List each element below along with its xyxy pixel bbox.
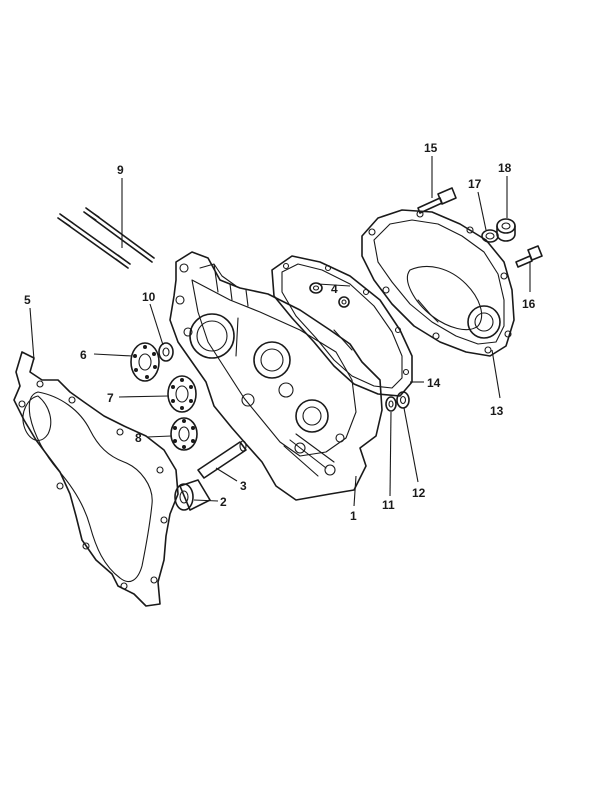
cover-13 xyxy=(361,209,515,357)
gasket-left xyxy=(13,351,179,607)
label-5: 5 xyxy=(24,293,31,307)
label-2: 2 xyxy=(220,495,227,509)
label-13: 13 xyxy=(490,404,504,418)
label-9: 9 xyxy=(117,163,124,177)
nuts-4 xyxy=(309,282,350,308)
oring-17 xyxy=(481,229,499,243)
label-18: 18 xyxy=(498,161,512,175)
bushing-2 xyxy=(174,479,211,511)
gasket-cover xyxy=(271,255,413,397)
bearing-8 xyxy=(170,417,198,451)
label-10: 10 xyxy=(142,290,156,304)
screw-15 xyxy=(417,187,457,214)
label-17: 17 xyxy=(468,177,482,191)
label-4: 4 xyxy=(331,282,338,296)
studs xyxy=(57,207,155,269)
label-15: 15 xyxy=(424,141,438,155)
crankcase xyxy=(169,251,383,501)
plug-18 xyxy=(496,218,516,242)
label-6: 6 xyxy=(80,348,87,362)
label-11: 11 xyxy=(382,498,395,512)
label-3: 3 xyxy=(240,479,247,493)
screw-16 xyxy=(515,245,543,268)
bearing-6 xyxy=(130,342,160,382)
bearing-7 xyxy=(167,375,197,413)
label-1: 1 xyxy=(350,509,357,523)
label-16: 16 xyxy=(522,297,536,311)
label-14: 14 xyxy=(427,376,441,390)
pin-3 xyxy=(197,440,247,479)
leader-lines xyxy=(29,156,531,507)
label-8: 8 xyxy=(135,431,142,445)
label-7: 7 xyxy=(107,391,114,405)
label-12: 12 xyxy=(412,486,426,500)
seal-10 xyxy=(158,342,174,362)
washers-11-12 xyxy=(385,391,410,412)
